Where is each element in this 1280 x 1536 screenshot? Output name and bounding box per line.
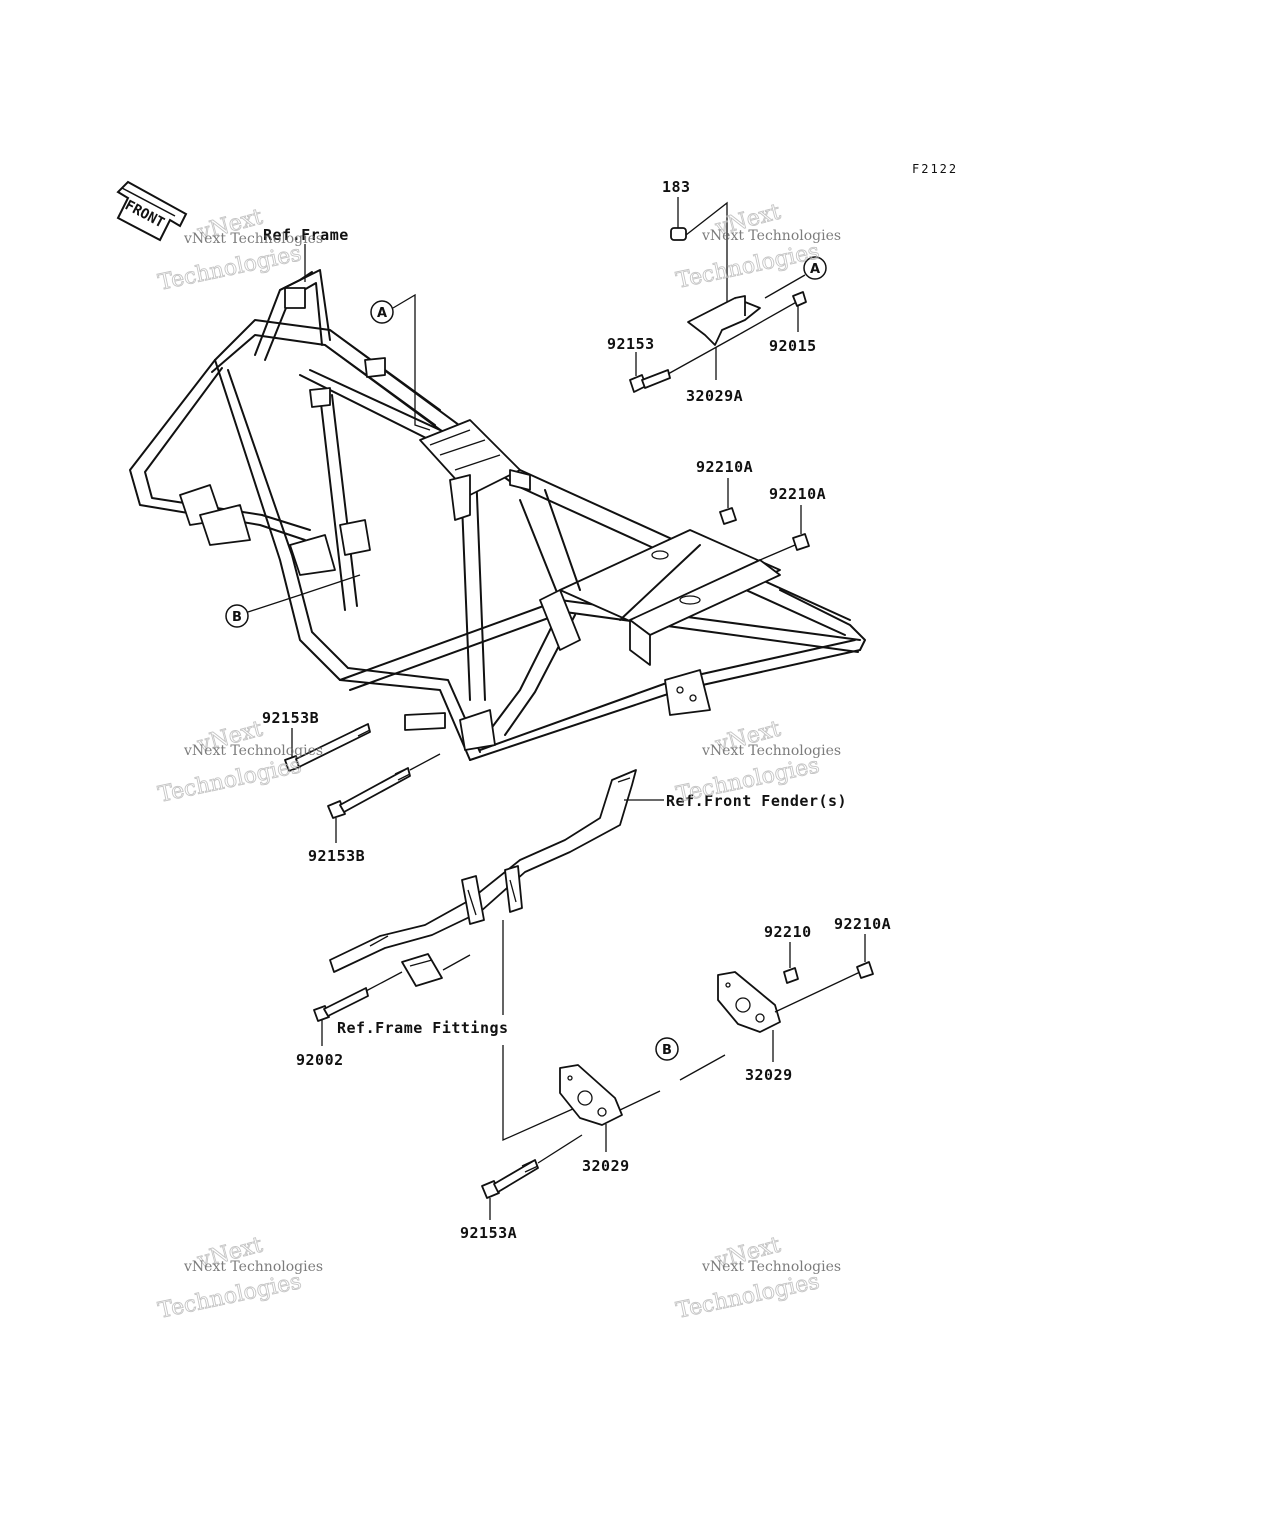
- nut-92210A-icon-3: [856, 961, 874, 979]
- part-92210A-label-2: 92210A: [769, 485, 826, 503]
- part-92210-label: 92210: [764, 923, 812, 941]
- callout-a-frame: A: [370, 293, 431, 431]
- main-frame: [129, 269, 866, 761]
- part-32029-label-2: 32029: [582, 1157, 630, 1175]
- figure-code: F2122: [912, 162, 958, 176]
- svg-text:Technologies: Technologies: [674, 1269, 822, 1324]
- ref-frame-label: Ref.Frame: [263, 226, 349, 244]
- svg-text:vNext Technologies: vNext Technologies: [183, 231, 323, 247]
- watermark-5: vNext vNext Technologies Technologies: [156, 1232, 323, 1324]
- part-92153B-label-1: 92153B: [262, 709, 319, 727]
- svg-text:vNext Technologies: vNext Technologies: [701, 1259, 841, 1275]
- svg-text:Technologies: Technologies: [156, 753, 304, 808]
- front-fender-bar: Ref.Front Fender(s) 92002 Ref.Frame Fitt…: [296, 769, 847, 1142]
- nut-92210A-icon-1: [719, 507, 737, 525]
- part-92153B-label-2: 92153B: [308, 847, 365, 865]
- part-183-icon: [670, 227, 687, 241]
- svg-text:vNext Technologies: vNext Technologies: [701, 743, 841, 759]
- callout-a-bracket: A: [810, 262, 820, 277]
- part-32029A-label: 32029A: [686, 387, 743, 405]
- nuts-92210A-frame: 92210A 92210A: [696, 458, 826, 561]
- svg-text:A: A: [377, 306, 387, 321]
- part-92153-label: 92153: [607, 335, 655, 353]
- watermark-2: vNext vNext Technologies Technologies: [674, 199, 841, 294]
- svg-text:vNext Technologies: vNext Technologies: [183, 1259, 323, 1275]
- part-92210A-label-1: 92210A: [696, 458, 753, 476]
- ref-front-fender-label: Ref.Front Fender(s): [666, 792, 847, 810]
- part-92153A-label: 92153A: [460, 1224, 517, 1242]
- part-32029-label-1: 32029: [745, 1066, 793, 1084]
- watermark-3: vNext vNext Technologies Technologies: [156, 716, 323, 808]
- nut-92210-icon: [783, 967, 799, 984]
- ref-frame-fittings-label: Ref.Frame Fittings: [337, 1019, 509, 1037]
- watermark-6: vNext vNext Technologies Technologies: [674, 1232, 841, 1324]
- svg-text:Technologies: Technologies: [674, 239, 822, 294]
- brackets-32029-assembly: B 92210 92210A 32029 32029 92153A: [460, 915, 891, 1242]
- front-arrow-icon: FRONT: [116, 180, 188, 242]
- callout-b-bracket: B: [662, 1043, 672, 1058]
- svg-text:Technologies: Technologies: [156, 241, 304, 296]
- bolts-92153B: 92153B 92153B: [262, 709, 441, 865]
- svg-text:Technologies: Technologies: [156, 1269, 304, 1324]
- bracket-32029A-icon: [687, 297, 761, 346]
- nut-92210A-icon-2: [792, 533, 810, 551]
- part-92015-label: 92015: [769, 337, 817, 355]
- svg-text:vNext Technologies: vNext Technologies: [701, 228, 841, 244]
- part-92002-label: 92002: [296, 1051, 344, 1069]
- part-92015-icon: [792, 291, 807, 307]
- callout-b-frame: B: [225, 574, 361, 628]
- svg-text:B: B: [232, 610, 242, 625]
- part-92210A-label-3: 92210A: [834, 915, 891, 933]
- bracket-32029A-assembly: 183 A 92153 92015 32029A: [607, 178, 827, 405]
- svg-text:vNext Technologies: vNext Technologies: [183, 743, 323, 759]
- part-183-label: 183: [662, 178, 691, 196]
